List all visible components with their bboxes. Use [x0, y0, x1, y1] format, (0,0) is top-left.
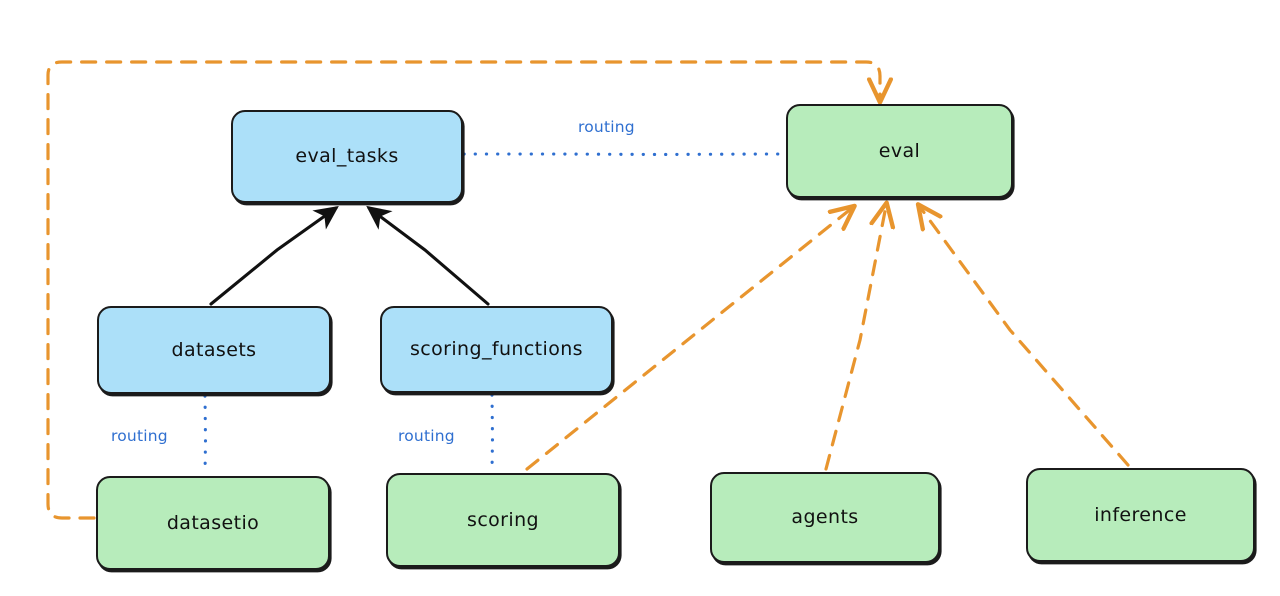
node-label: datasetio [166, 511, 260, 534]
edge-label-routing-eval-tasks-eval: routing [578, 118, 635, 136]
node-label: scoring_functions [410, 338, 583, 361]
edge-provider-datasetio-eval [46, 60, 880, 520]
edge-routing-eval-tasks-eval [462, 152, 786, 157]
node-scoring-functions[interactable]: scoring_functions [380, 306, 613, 393]
node-inference[interactable]: inference [1026, 468, 1255, 562]
edge-provider-agents-eval [824, 206, 886, 471]
edge-dependency-datasets-eval-tasks [209, 205, 339, 306]
node-datasets[interactable]: datasets [97, 306, 331, 394]
node-eval[interactable]: eval [786, 104, 1013, 198]
node-label: eval [878, 139, 921, 162]
node-eval-tasks[interactable]: eval_tasks [231, 110, 463, 203]
edge-label-routing-scoring-functions-scoring: routing [398, 427, 455, 445]
node-label: agents [791, 506, 859, 529]
node-label: eval_tasks [295, 145, 399, 168]
edge-routing-scoring-functions-scoring [490, 393, 495, 473]
node-datasetio[interactable]: datasetio [96, 476, 330, 570]
node-agents[interactable]: agents [710, 472, 940, 563]
node-label: scoring [467, 508, 539, 531]
edge-provider-inference-eval [920, 207, 1130, 467]
edge-dependency-scoring-functions-eval-tasks [366, 205, 490, 306]
node-label: inference [1094, 503, 1187, 526]
edge-routing-datasets-datasetio [203, 394, 208, 476]
node-scoring[interactable]: scoring [386, 473, 620, 567]
node-label: datasets [171, 338, 257, 361]
edge-label-routing-datasets-datasetio: routing [111, 427, 168, 445]
